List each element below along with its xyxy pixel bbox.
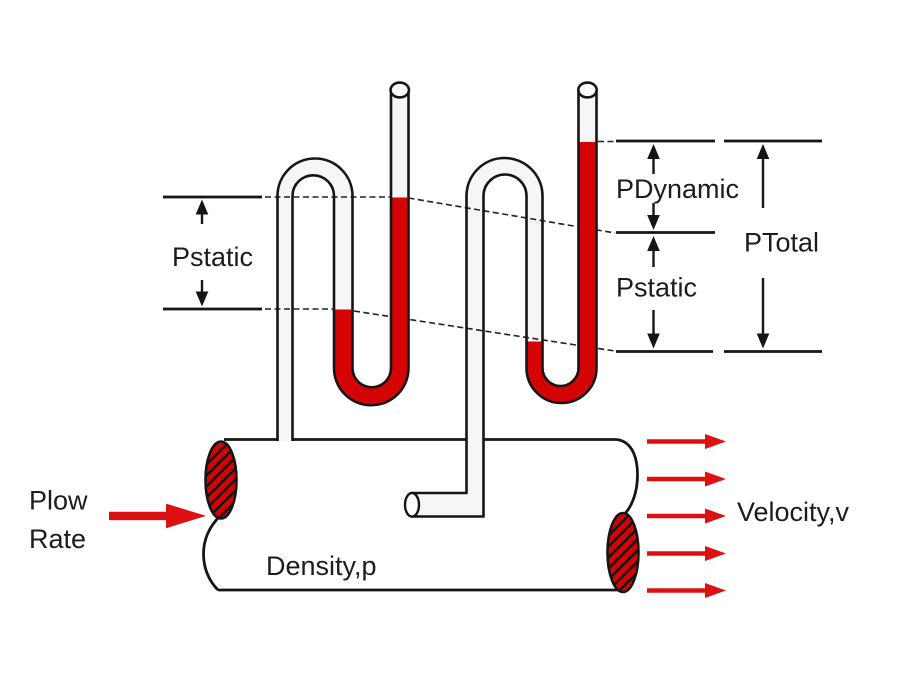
left-manometer [276, 91, 410, 441]
inlet-cross-section [204, 440, 238, 520]
left-manometer-interior [277, 91, 409, 441]
flow-rate-arrow-icon [109, 503, 206, 529]
ptotal-label: PTotal [744, 228, 819, 258]
dimension-right-set [616, 139, 822, 353]
velocity-label: Velocity,v [737, 497, 850, 527]
pipe-right-end-curve [616, 438, 639, 515]
dimension-pstatic-left [163, 195, 262, 311]
pdynamic-arrow-up-icon [647, 144, 660, 159]
dim-lines [616, 139, 822, 353]
velocity-arrows [647, 434, 726, 598]
pdynamic-arrow-down-icon [647, 215, 660, 230]
pstatic-left-label: Pstatic [172, 242, 253, 272]
ptotal-arrow-down-icon [756, 333, 770, 349]
pstatic-right-arrow-up-icon [647, 236, 660, 251]
velocity-arrow-icon [647, 583, 726, 598]
flow-rate-label-line1: Plow [29, 486, 88, 516]
density-label: Density,p [266, 551, 377, 581]
right-manometer [411, 91, 598, 518]
right-manometer-wall-outer [411, 91, 580, 495]
right-manometer-interior [411, 91, 597, 517]
flow-rate-label-line2: Rate [29, 524, 86, 554]
pitot-tube-opening [403, 491, 421, 518]
pstatic-right-label: Pstatic [616, 273, 697, 303]
dashed-level-bottom-to-total [353, 310, 616, 352]
arrow-up-icon [195, 199, 209, 215]
pipe-left-end-curve [202, 515, 222, 591]
left-manometer-wall-outer [276, 91, 393, 441]
left-manometer-fluid [334, 197, 409, 406]
left-manometer-wall-inner [291, 91, 410, 441]
left-stem-opening [389, 81, 411, 99]
velocity-arrow-icon [647, 508, 726, 524]
ptotal-arrow-up-icon [756, 144, 770, 159]
velocity-arrow-icon [647, 471, 726, 487]
right-manometer-wall-inner [411, 91, 598, 518]
outlet-cross-section [606, 511, 640, 594]
velocity-arrow-icon [647, 434, 726, 449]
pdynamic-label: PDynamic [616, 174, 739, 204]
dim-line [163, 195, 262, 311]
right-stem-opening [576, 81, 598, 99]
arrow-down-icon [195, 291, 209, 307]
pstatic-right-arrow-down-icon [647, 333, 660, 349]
velocity-arrow-icon [647, 546, 726, 561]
